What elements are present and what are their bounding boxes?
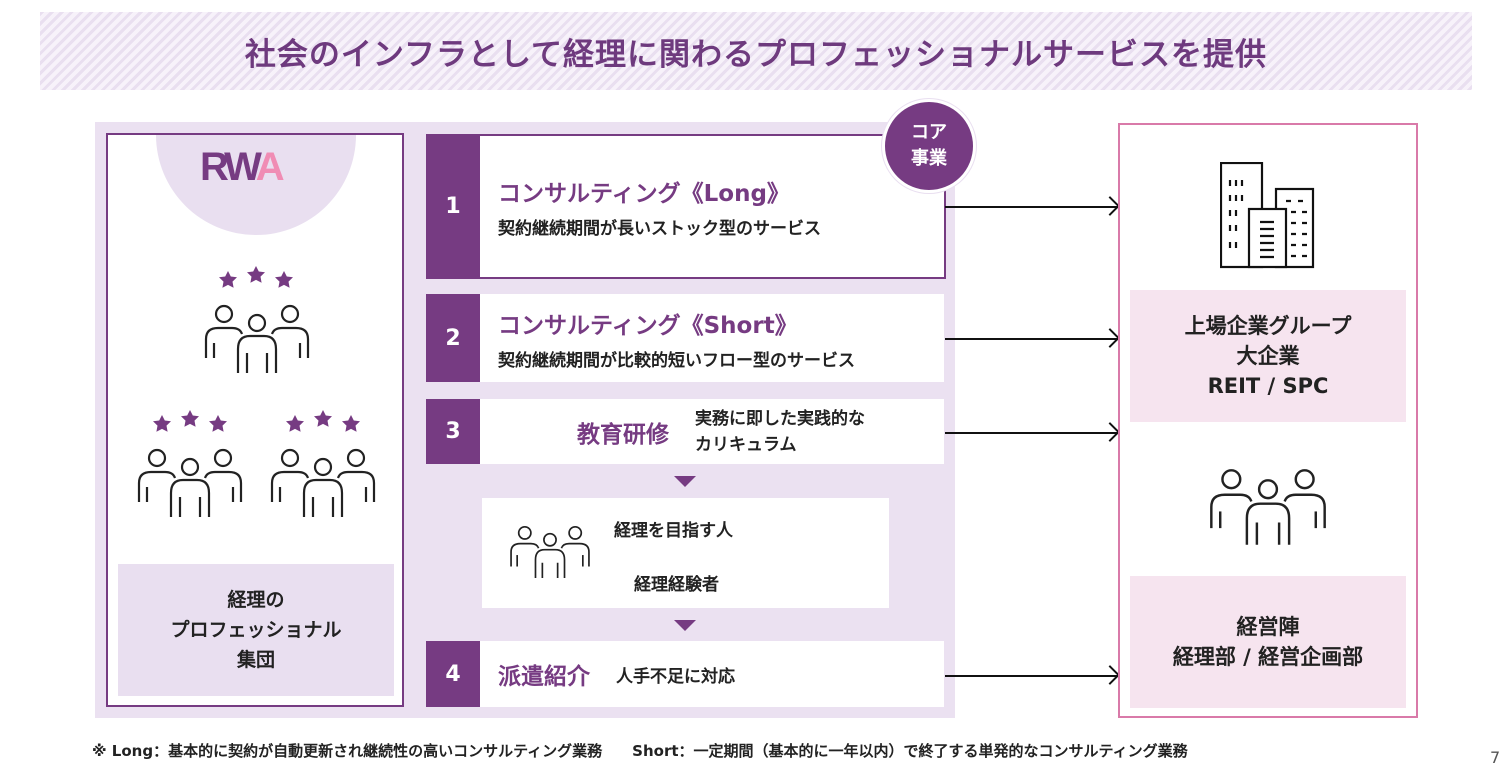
people-group-icon: [1206, 467, 1330, 547]
people-group-icon: [135, 447, 245, 519]
service-title: コンサルティング《Long》: [498, 181, 790, 207]
title-banner: 社会のインフラとして経理に関わるプロフェッショナルサービスを提供: [40, 12, 1472, 90]
people-group-icon: [268, 447, 378, 519]
service-2-consulting-short: 2 コンサルティング《Short》 契約継続期間が比較的短いフロー型のサービス: [426, 294, 944, 382]
service-number: 4: [426, 641, 480, 707]
people-group-icon: [508, 524, 592, 580]
client-box-management: 経営陣 経理部 / 経営企画部: [1130, 576, 1406, 708]
training-audience-box: 経理を目指す人 経理経験者: [482, 498, 889, 608]
logo-letter: R: [200, 145, 228, 189]
client-line: 経営陣: [1236, 615, 1300, 639]
service-number: 3: [426, 399, 480, 464]
stars-icon: [216, 265, 296, 291]
logo-letter: A: [255, 145, 285, 189]
arrow-right-icon: [945, 675, 1118, 677]
rwa-logo: RWA: [200, 145, 285, 190]
description-line: カリキュラム: [695, 434, 797, 455]
logo-letter: W: [224, 145, 259, 189]
label-line: 経理の: [227, 589, 285, 611]
clients-panel: 上場企業グループ 大企業 REIT / SPC 経営陣 経理部 / 経営企画部: [1118, 123, 1418, 718]
label-line: プロフェッショナル: [170, 619, 342, 641]
client-box-corporations: 上場企業グループ 大企業 REIT / SPC: [1130, 290, 1406, 422]
service-description: 実務に即した実践的な カリキュラム: [695, 406, 865, 458]
service-1-consulting-long: 1 コンサルティング《Long》 契約継続期間が長いストック型のサービス: [426, 134, 946, 279]
down-triangle-icon: [674, 476, 696, 487]
stars-icon: [150, 409, 230, 435]
professional-group-panel: RWA 経理の プロフェッショナル 集団: [106, 133, 404, 707]
service-description: 契約継続期間が比較的短いフロー型のサービス: [498, 350, 855, 371]
arrow-right-icon: [945, 338, 1118, 340]
service-title: 教育研修: [577, 421, 669, 448]
label-line: 集団: [236, 649, 275, 671]
footnote: ※ Long：基本的に契約が自動更新され継続性の高いコンサルティング業務 Sho…: [92, 742, 1188, 760]
service-title: 派遣紹介: [498, 664, 590, 690]
client-line: REIT / SPC: [1207, 374, 1329, 398]
service-description: 契約継続期間が長いストック型のサービス: [498, 219, 821, 239]
badge-line: コア: [911, 122, 947, 143]
client-line: 大企業: [1236, 344, 1300, 368]
page-title: 社会のインフラとして経理に関わるプロフェッショナルサービスを提供: [244, 36, 1268, 73]
service-number: 1: [426, 136, 480, 277]
badge-line: 事業: [911, 148, 947, 169]
service-3-training: 3 教育研修 実務に即した実践的な カリキュラム: [426, 399, 944, 464]
audience-item: 経理を目指す人: [614, 521, 733, 541]
description-line: 実務に即した実践的な: [695, 408, 865, 429]
service-number: 2: [426, 294, 480, 382]
client-line: 経理部 / 経営企画部: [1172, 645, 1364, 669]
client-line: 上場企業グループ: [1184, 314, 1352, 338]
service-4-staffing: 4 派遣紹介 人手不足に対応: [426, 641, 944, 707]
service-description: 人手不足に対応: [616, 666, 735, 687]
people-group-icon: [202, 303, 312, 375]
arrow-right-icon: [945, 432, 1118, 434]
office-buildings-icon: [1220, 162, 1315, 269]
core-business-badge: コア 事業: [882, 99, 976, 193]
page-number: 7: [1490, 748, 1500, 767]
audience-item: 経理経験者: [634, 575, 719, 595]
arrow-right-icon: [945, 206, 1118, 208]
stars-icon: [283, 409, 363, 435]
service-title: コンサルティング《Short》: [498, 312, 798, 339]
group-label: 経理の プロフェッショナル 集団: [118, 564, 394, 696]
down-triangle-icon: [674, 620, 696, 631]
